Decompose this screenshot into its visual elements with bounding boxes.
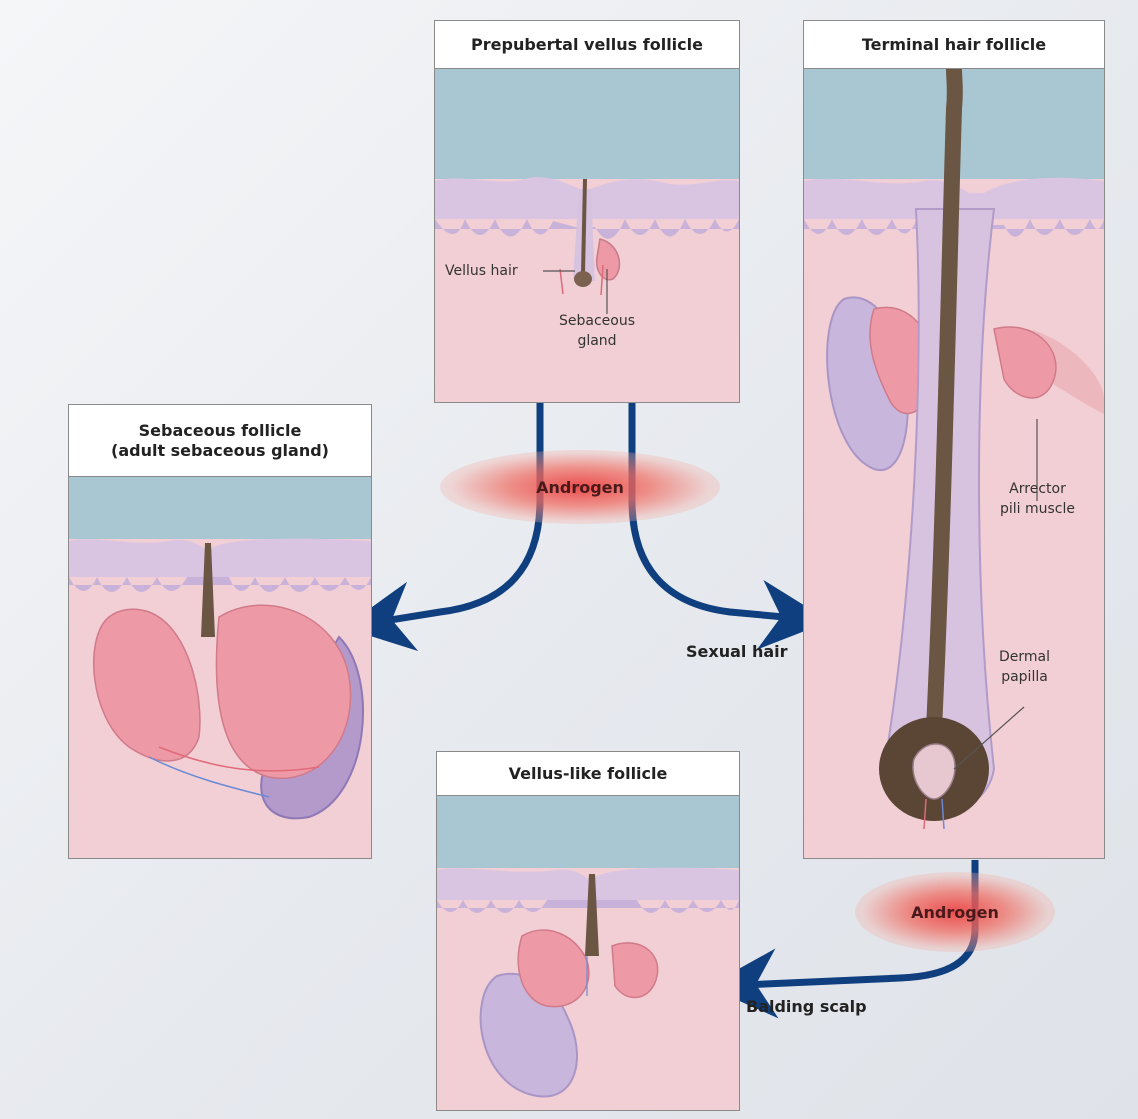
sebaceous-gland-label: Sebaceous gland: [559, 311, 635, 351]
vellus-like-follicle-illustration: [437, 796, 739, 1111]
vellus-hair-label: Vellus hair: [445, 261, 518, 281]
sebaceous-follicle-illustration: [69, 477, 371, 859]
panel-title: Sebaceous follicle (adult sebaceous glan…: [69, 405, 371, 477]
androgen-top: Androgen: [440, 450, 720, 524]
sexual-hair-label: Sexual hair: [686, 642, 788, 661]
panel-title: Vellus-like follicle: [437, 752, 739, 796]
vellus-like-panel: Vellus-like follicle: [436, 751, 740, 1111]
balding-scalp-label: Balding scalp: [746, 997, 867, 1016]
terminal-follicle-illustration: [804, 69, 1104, 859]
androgen-bottom: Androgen: [855, 872, 1055, 952]
dermal-papilla-label: Dermal papilla: [999, 647, 1050, 687]
panel-title: Prepubertal vellus follicle: [435, 21, 739, 69]
terminal-hair-panel: Terminal hair follicle Arrector pili mus…: [803, 20, 1105, 859]
arrector-pili-label: Arrector pili muscle: [1000, 479, 1075, 519]
panel-title: Terminal hair follicle: [804, 21, 1104, 69]
prepubertal-vellus-panel: Prepubertal vellus follicle Vellus hair …: [434, 20, 740, 403]
prepubertal-follicle-illustration: [435, 69, 739, 403]
sebaceous-follicle-panel: Sebaceous follicle (adult sebaceous glan…: [68, 404, 372, 859]
